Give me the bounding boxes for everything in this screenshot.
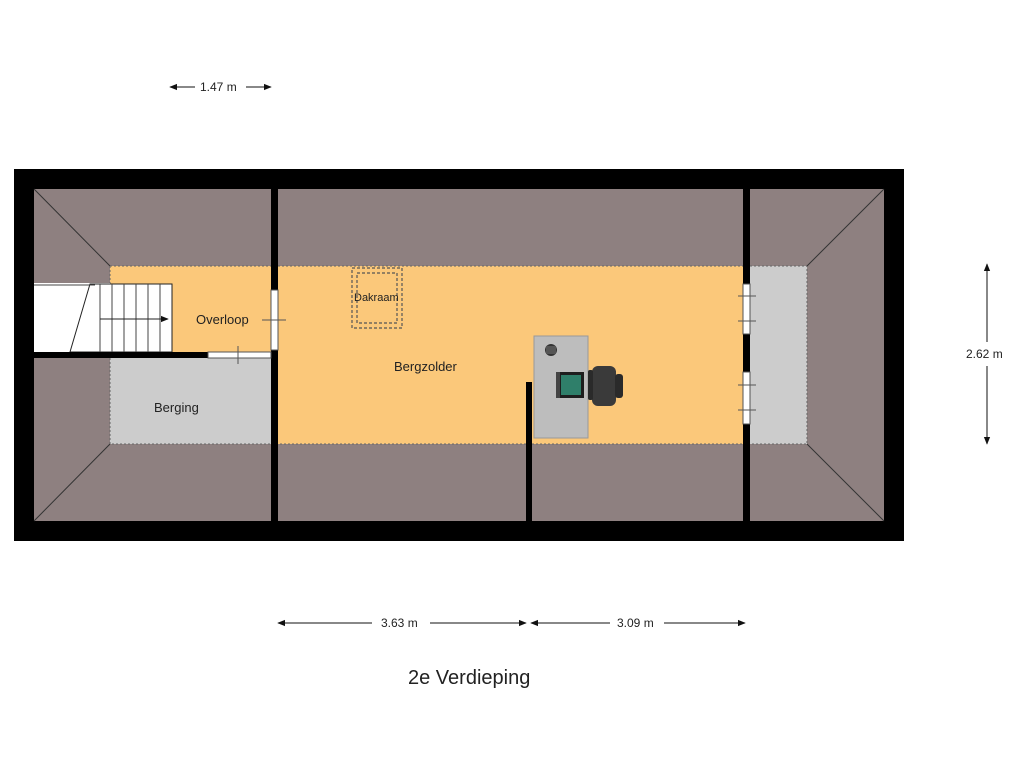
dimension-top: 1.47 m (169, 80, 272, 94)
dimension-top-label: 1.47 m (200, 80, 237, 94)
dimension-right-label: 2.62 m (966, 347, 1003, 361)
dimension-bottom-right: 3.09 m (530, 616, 746, 630)
floor-title: 2e Verdieping (408, 667, 530, 689)
laptop-icon (556, 372, 584, 398)
phone-icon (545, 344, 557, 356)
skylight (351, 267, 403, 329)
room-label-berging: Berging (154, 400, 199, 415)
dimension-right: 2.62 m (966, 263, 1003, 445)
bergzolder-floor (275, 266, 747, 444)
staircase (34, 283, 173, 353)
roof-hip-lines (33, 188, 885, 522)
interior-walls (34, 189, 750, 521)
room-label-overloop: Overloop (196, 312, 249, 327)
door-openings (207, 283, 756, 425)
berging-floor (110, 358, 275, 444)
dimension-bottom-left-label: 3.63 m (381, 616, 418, 630)
dimension-bottom-right-label: 3.09 m (617, 616, 654, 630)
right-storage-floor (747, 266, 807, 444)
room-label-bergzolder: Bergzolder (394, 359, 458, 374)
office-chair-icon (588, 366, 623, 406)
dimension-bottom-left: 3.63 m (277, 616, 527, 630)
desk (533, 335, 623, 439)
skylight-label: Dakraam (354, 292, 399, 304)
